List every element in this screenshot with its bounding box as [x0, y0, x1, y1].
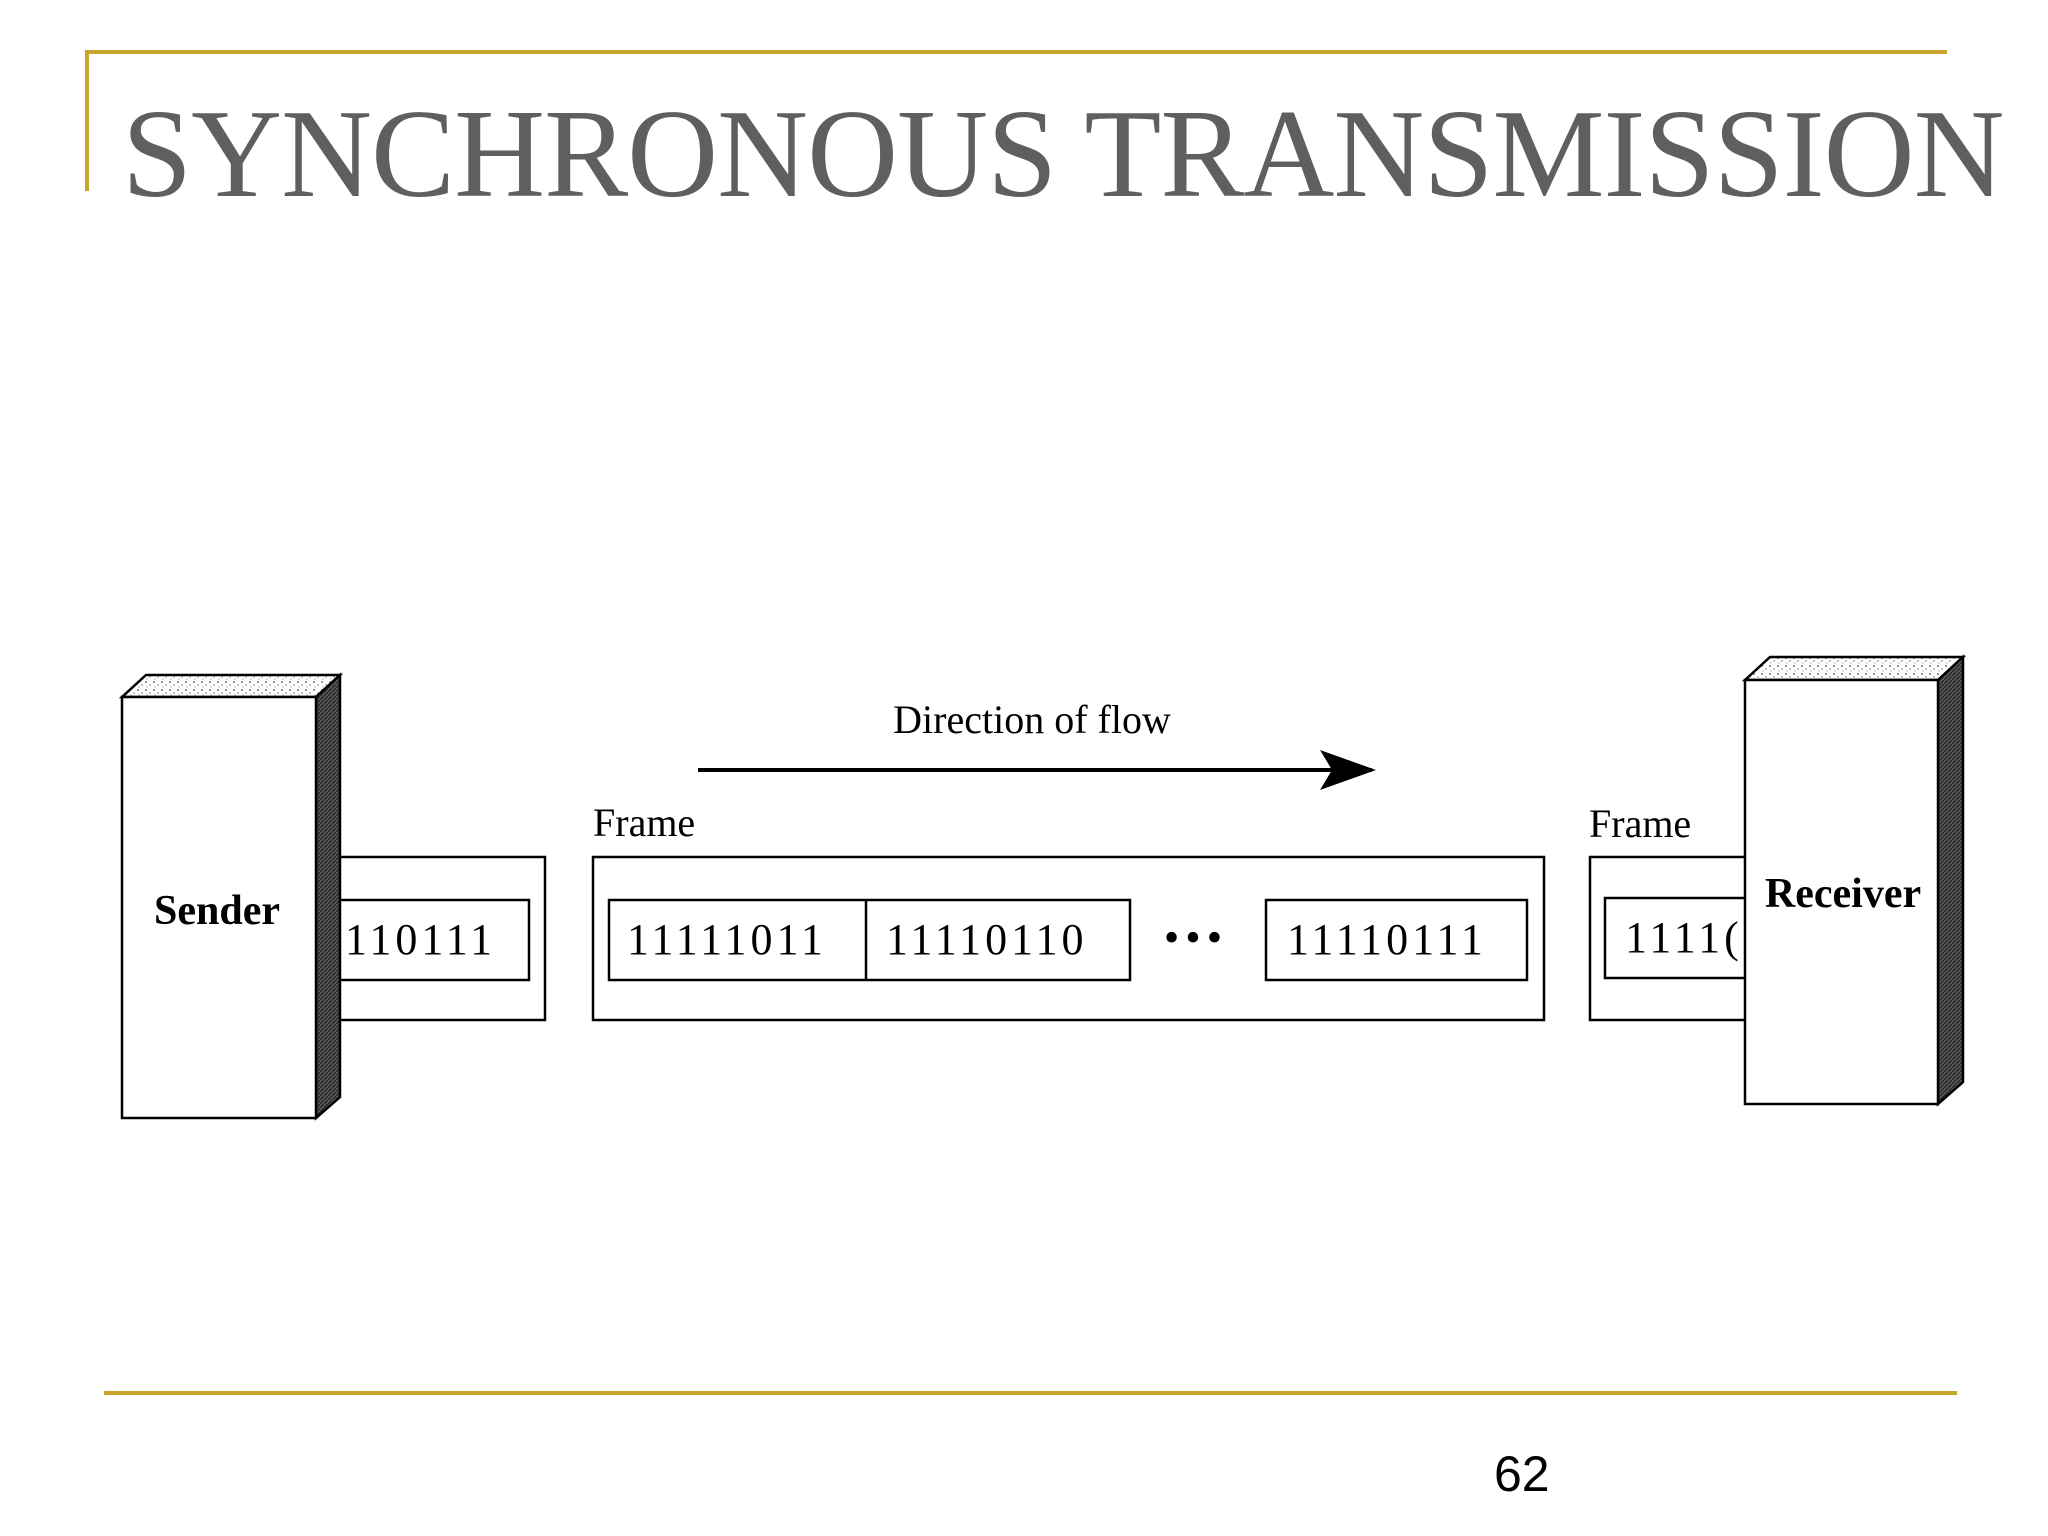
sender-frame: 110111	[316, 855, 547, 1022]
title-frame-top-rule	[85, 50, 1947, 54]
page-number: 62	[1494, 1446, 1550, 1502]
sender-label: Sender	[154, 888, 280, 934]
bottom-rule	[104, 1391, 1957, 1395]
sender-box: Sender	[118, 672, 344, 1121]
middle-frame: Frame 11111011 11110110 ••• 11110111	[591, 800, 1546, 1022]
frame-byte-2: 11110110	[886, 915, 1087, 964]
direction-of-flow-label: Direction of flow	[893, 697, 1171, 742]
receiver-frame-bits: 1111(	[1625, 913, 1743, 962]
receiver-frame: Frame 1111(	[1588, 801, 1762, 1022]
receiver-frame-label: Frame	[1589, 801, 1691, 846]
frame-ellipsis: •••	[1164, 913, 1228, 962]
receiver-label: Receiver	[1765, 871, 1921, 917]
frame-byte-1: 11111011	[627, 915, 827, 964]
sender-frame-bits: 110111	[345, 915, 496, 964]
frame-byte-3: 11110111	[1287, 915, 1487, 964]
middle-frame-label: Frame	[593, 800, 695, 845]
slide-title: SYNCHRONOUS TRANSMISSION	[122, 85, 2005, 224]
receiver-box: Receiver	[1741, 654, 1967, 1107]
title-frame-left-rule	[85, 50, 89, 191]
